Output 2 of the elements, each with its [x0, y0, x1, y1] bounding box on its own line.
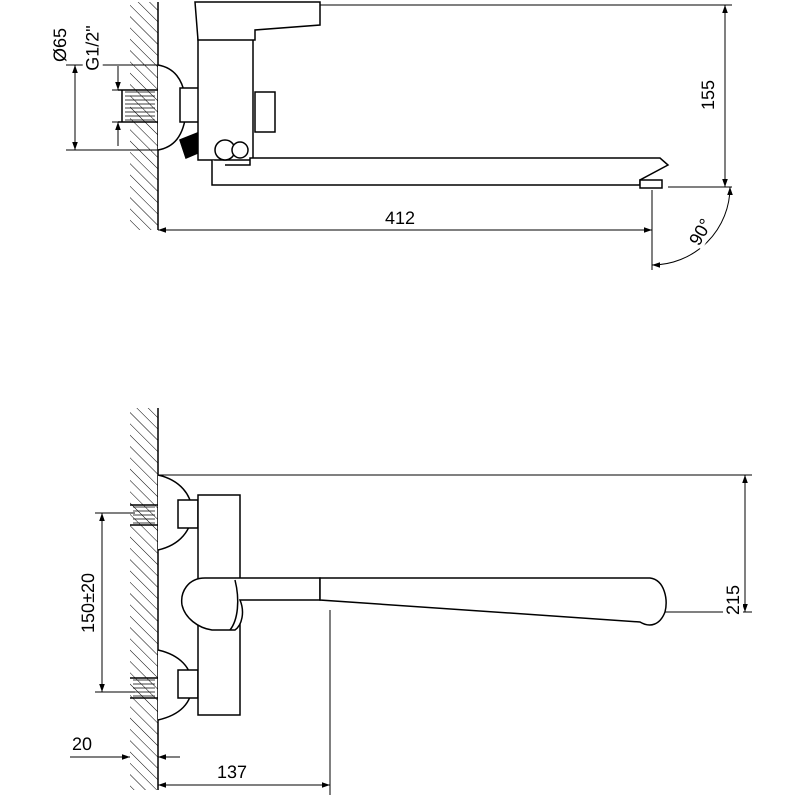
dimension-label: G1/2": [82, 24, 102, 72]
dimension-label: 215: [723, 584, 744, 616]
